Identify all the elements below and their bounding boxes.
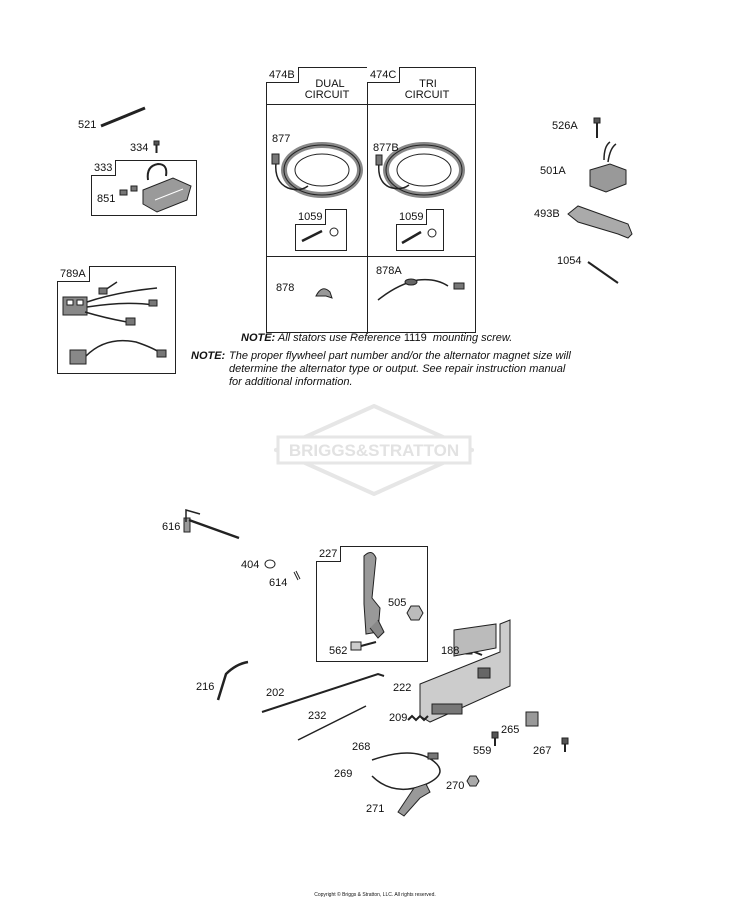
stator-table-divider-bottom: [266, 256, 475, 257]
part-227-lever: [363, 552, 385, 639]
callout-267: 267: [533, 745, 552, 757]
callout-333: 333: [91, 160, 117, 176]
note-flywheel: NOTE:: [191, 350, 225, 363]
part-202-rod: [261, 672, 385, 713]
part-209-spring: [407, 714, 429, 722]
callout-526A: 526A: [552, 120, 578, 132]
heading-tri: TRI: [419, 78, 437, 90]
part-789A-harness: [62, 281, 167, 365]
part-232-cable: [297, 705, 367, 741]
part-559-screw: [491, 731, 499, 746]
note1-ref: 1119: [403, 332, 427, 344]
part-222-control-bracket: [419, 619, 511, 723]
part-501A-regulator: [589, 141, 627, 193]
briggs-stratton-watermark-logo: BRIGGS&STRATTON: [274, 404, 474, 496]
part-334-screw: [153, 140, 160, 153]
callout-202: 202: [266, 687, 285, 699]
callout-559: 559: [473, 745, 492, 757]
callout-232: 232: [308, 710, 327, 722]
box-227: [316, 546, 428, 662]
note2-line2: determine the alternator type or output.…: [229, 363, 566, 375]
part-614-pin: [293, 570, 301, 581]
note2-line3: for additional information.: [229, 376, 353, 388]
callout-877B: 877B: [373, 142, 399, 154]
callout-334: 334: [130, 142, 149, 154]
callout-474B: 474B: [266, 67, 299, 83]
callout-616: 616: [162, 521, 181, 533]
callout-501A: 501A: [540, 165, 566, 177]
callout-222: 222: [393, 682, 412, 694]
callout-265: 265: [501, 724, 520, 736]
callout-614: 614: [269, 577, 288, 589]
part-1059-screw-tri: [401, 228, 437, 245]
part-404-washer: [264, 559, 276, 569]
box-789A: [57, 266, 176, 374]
part-265-clamp: [525, 711, 539, 727]
part-270-nut: [466, 775, 480, 787]
part-505-nut: [406, 605, 424, 621]
callout-271: 271: [366, 803, 385, 815]
callout-562: 562: [329, 645, 348, 657]
callout-505: 505: [388, 597, 407, 609]
part-268-cable: [371, 752, 441, 791]
note2-prefix: NOTE:: [191, 350, 226, 362]
callout-851: 851: [97, 193, 116, 205]
part-877B-stator: [375, 142, 465, 198]
callout-878A: 878A: [376, 265, 402, 277]
callout-1059-tri: 1059: [396, 209, 428, 225]
callout-270: 270: [446, 780, 465, 792]
part-267-screw: [561, 737, 569, 752]
callout-268: 268: [352, 741, 371, 753]
part-877-stator: [271, 142, 363, 198]
heading-dual-circuit: CIRCUIT: [304, 89, 350, 101]
callout-789A: 789A: [57, 266, 90, 282]
note1-text: All stators use Reference: [277, 332, 401, 344]
callout-216: 216: [196, 681, 215, 693]
part-521-rod: [100, 106, 146, 128]
heading-tri-circuit: CIRCUIT: [404, 89, 450, 101]
part-1059-screw-dual: [301, 227, 339, 243]
callout-1054: 1054: [557, 255, 582, 267]
part-1054-tie: [587, 261, 619, 284]
part-878-clip: [315, 288, 333, 299]
part-216-link: [216, 660, 249, 701]
callout-474C: 474C: [367, 67, 401, 83]
callout-227: 227: [316, 546, 342, 562]
callout-209: 209: [389, 712, 408, 724]
heading-dual: DUAL: [315, 78, 345, 90]
note2-line1: The proper flywheel part number and/or t…: [229, 350, 571, 362]
note1-suffix: mounting screw.: [432, 332, 513, 344]
stator-table-divider-vertical: [367, 67, 368, 332]
part-493B-bracket: [567, 205, 633, 239]
part-271-lever: [397, 783, 431, 817]
callout-188: 188: [441, 645, 460, 657]
stator-table-divider-header: [266, 104, 475, 105]
callout-521: 521: [78, 119, 97, 131]
note-stator-screw: NOTE: All stators use Reference 1119 mou…: [241, 332, 512, 345]
part-333-armature: [119, 162, 192, 213]
part-526A-screw: [593, 117, 601, 138]
part-878A-wire: [377, 278, 465, 301]
watermark-text: BRIGGS&STRATTON: [289, 441, 459, 460]
callout-1059-dual: 1059: [295, 209, 327, 225]
note1-prefix: NOTE:: [241, 332, 276, 344]
part-562-screw: [350, 641, 377, 651]
callout-269: 269: [334, 768, 353, 780]
part-616-rod: [183, 509, 240, 540]
callout-493B: 493B: [534, 208, 560, 220]
callout-877: 877: [272, 133, 291, 145]
callout-878: 878: [276, 282, 295, 294]
copyright-footer: Copyright © Briggs & Stratton, LLC. All …: [314, 892, 436, 898]
box-333: [91, 160, 197, 216]
callout-404: 404: [241, 559, 260, 571]
